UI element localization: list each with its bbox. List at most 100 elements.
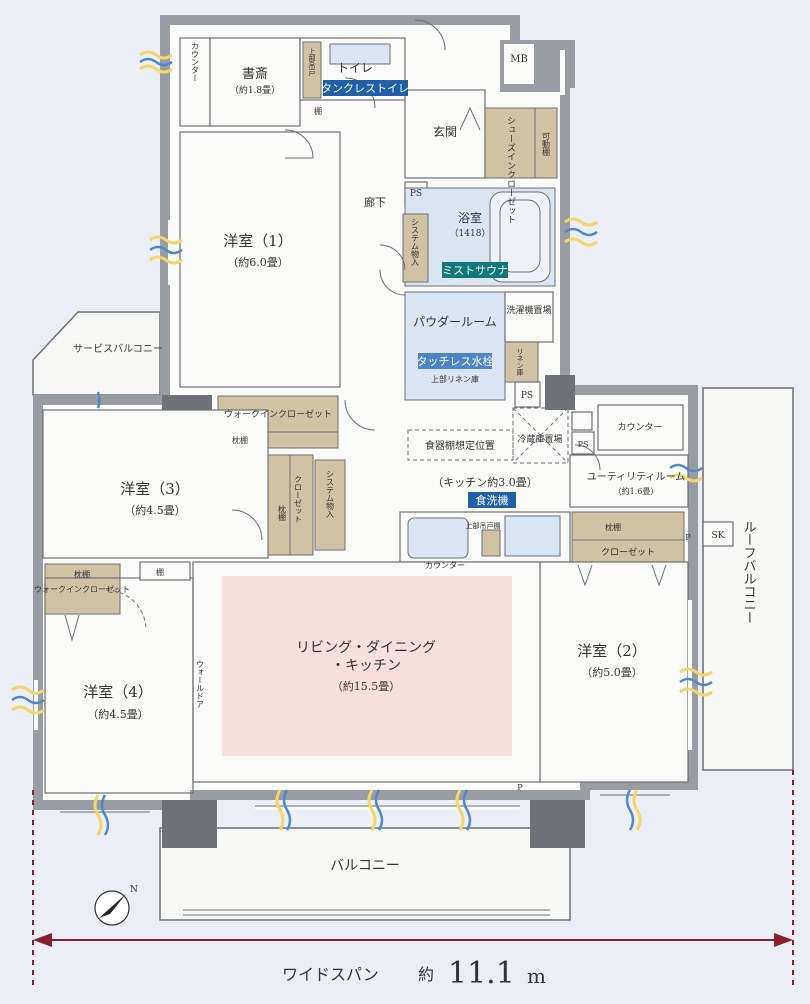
western1-label: 洋室（1） (223, 232, 293, 250)
ps-label-3: PS (578, 440, 589, 449)
walkin-closet-4 (44, 563, 121, 615)
mist-sauna-badge (442, 262, 508, 278)
linen-cabinet (504, 341, 539, 383)
ldk-label-1: リビング・ダイニング (296, 640, 436, 656)
pillow-shelf-label-3: 枕棚 (605, 522, 621, 532)
utility-label: ユーティリティルーム (587, 471, 686, 483)
pillow-shelf-label-1: 枕棚 (232, 435, 248, 445)
entrance-label: 玄関 (433, 124, 457, 139)
western-room-3 (42, 409, 269, 559)
span-value: 11.1 (448, 956, 515, 991)
span-approx: 約 (418, 965, 434, 984)
shoes-closet-label: シューズインクローゼット (505, 116, 516, 224)
mist-sauna-label: ミストサウナ (442, 264, 508, 277)
utility-size-label: （約1.6畳） (614, 486, 659, 496)
dishwasher-badge (468, 492, 516, 508)
pillow-shelf-label-2: 枕棚 (278, 504, 287, 522)
sk-box (702, 521, 734, 547)
utility-counter (597, 404, 684, 451)
mb-label: MB (510, 54, 528, 65)
upper-cabinet-label: 上部吊戸棚 (466, 521, 501, 530)
western4-label: 洋室（4） (83, 683, 153, 701)
kitchen-upper-cabinet (481, 529, 501, 557)
movable-shelf-label: 可動棚 (542, 132, 551, 157)
western2-size-label: （約5.0畳） (581, 665, 643, 679)
shelf-western-4 (139, 561, 191, 581)
washer-space-label: 洗濯機置場 (506, 304, 551, 316)
tankless-label: タンクレストイレ (321, 82, 409, 95)
bath-size-label: （1418） (450, 228, 491, 239)
fridge-space (512, 407, 569, 464)
balcony-area (159, 827, 571, 921)
north-arrow-icon: N (94, 885, 138, 926)
bathtub (489, 191, 551, 283)
system-storage-label-2: システム物入 (326, 470, 335, 518)
powder-room (404, 291, 506, 401)
ps-shaft-2 (514, 381, 541, 408)
upper-linen-label: 上部リネン庫 (431, 374, 479, 384)
dishwasher-label: 食洗機 (476, 493, 509, 507)
dish-rack-label: 食器棚想定位置 (425, 439, 495, 452)
powder-room-label: パウダールーム (413, 314, 497, 329)
study-room (209, 37, 301, 127)
tankless-badge (323, 80, 408, 96)
system-storage-1 (402, 213, 429, 283)
kitchen-counter-label: カウンター (425, 561, 465, 570)
column (530, 800, 585, 848)
bath-label: 浴室 (458, 210, 482, 225)
study-label: 書斎 (242, 66, 268, 82)
roof-balcony-area (702, 387, 794, 771)
washer-space (504, 291, 554, 343)
ps-label-2: PS (521, 391, 533, 401)
ldk-size-label: （約15.5畳） (332, 679, 401, 693)
counter-top-label: カウンター (191, 42, 200, 82)
ventilation-icon (11, 50, 713, 836)
kitchen-label: （キッチン約3.0畳） (432, 475, 538, 489)
p-label-2: P (517, 783, 523, 792)
western1-size-label: （約6.0畳） (227, 255, 289, 269)
svg-text:N: N (130, 885, 138, 895)
corridor-label: 廊下 (364, 195, 386, 209)
upper-shelf-label: 上部吊戸 (308, 47, 316, 77)
roof-balcony-label: ルーフバルコニー (741, 520, 757, 624)
entrance (404, 89, 486, 179)
toilet-upper-shelf (302, 41, 322, 99)
ldk-highlight (222, 576, 512, 756)
column (545, 375, 575, 410)
western-room-4 (44, 577, 194, 794)
system-storage-2 (314, 459, 346, 551)
toilet-label: トイレ (337, 61, 373, 75)
shelf-label-4: 棚 (156, 567, 164, 577)
utility-room (569, 454, 689, 508)
shelf-label: 棚 (314, 106, 322, 116)
western-room-2 (539, 561, 689, 783)
linen-label: リネン庫 (516, 348, 524, 377)
western-room-1 (179, 131, 341, 388)
ps-label-1: PS (410, 189, 422, 199)
p-label-1: P (685, 533, 691, 542)
wall-door-label: ウォールドア (196, 660, 205, 708)
fridge-label: 冷蔵庫置場 (517, 433, 562, 445)
sk-label: SK (712, 531, 725, 541)
kitchen-stove (504, 515, 561, 557)
ldk-label-2: ・キッチン (331, 658, 401, 674)
column (162, 800, 217, 848)
pillow-shelf-label-4: 枕棚 (74, 569, 90, 579)
toilet-fixture (329, 43, 391, 65)
western3-label: 洋室（3） (120, 480, 190, 498)
western3-size-label: （約4.5畳） (124, 503, 186, 517)
balcony-label: バルコニー (330, 858, 400, 874)
touchless-label: タッチレス水栓 (417, 354, 494, 368)
span-unit: m (527, 964, 546, 988)
study-size-label: （約1.8畳） (230, 84, 280, 96)
span-prefix: ワイドスパン (282, 965, 379, 984)
system-storage-label-1: システム物入 (411, 218, 420, 266)
counter-label: カウンター (617, 422, 662, 433)
service-balcony-label: サービスバルコニー (73, 343, 163, 355)
western4-size-label: （約4.5畳） (87, 707, 149, 721)
walkin-closet-label-4: ウォークインクローゼット (34, 584, 130, 594)
kitchen-sink (407, 517, 469, 559)
movable-shelf (534, 107, 558, 179)
